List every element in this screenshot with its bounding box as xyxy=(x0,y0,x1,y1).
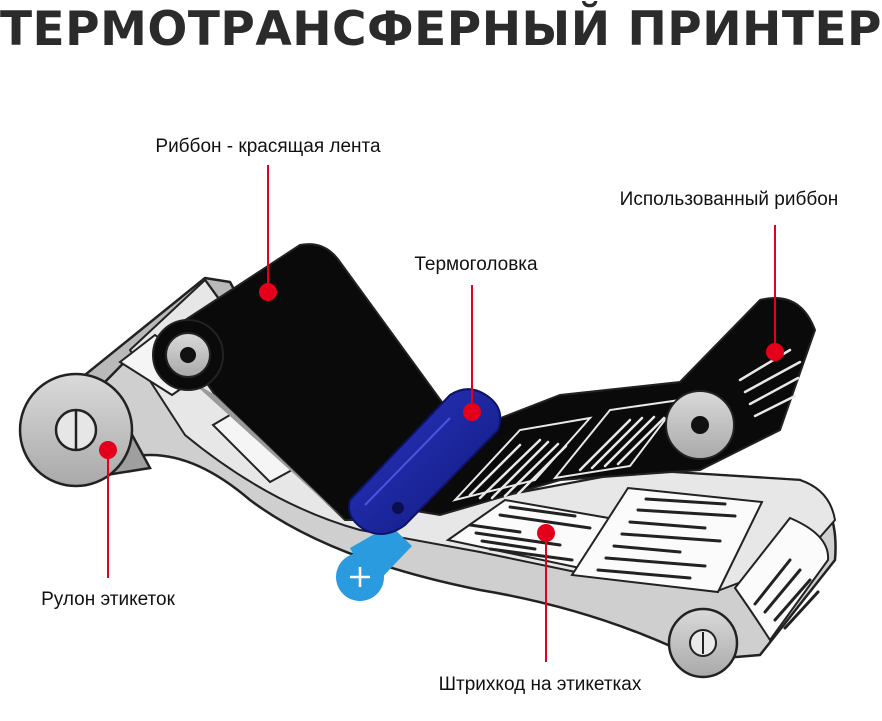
callout-printhead: Термоголовка xyxy=(414,254,538,421)
output-roller xyxy=(667,607,739,679)
ribbon-label: Риббон - красящая лента xyxy=(155,136,381,157)
callout-used-ribbon: Использованный риббон xyxy=(620,189,839,361)
callout-barcode: Штрихкод на этикетках xyxy=(439,524,642,695)
diagram-title: ТЕРМОТРАНСФЕРНЫЙ ПРИНТЕР xyxy=(0,2,882,57)
used-ribbon xyxy=(408,297,817,517)
thermal-printhead xyxy=(348,388,502,535)
callout-label-roll: Рулон этикеток xyxy=(41,441,176,610)
label-stickers xyxy=(118,333,830,642)
barcode-marks xyxy=(468,497,820,630)
printhead-label: Термоголовка xyxy=(414,254,538,275)
callout-ribbon: Риббон - красящая лента xyxy=(155,136,381,301)
used-ribbon-label: Использованный риббон xyxy=(620,189,839,210)
ribbon-supply xyxy=(152,243,457,521)
label-roll-label: Рулон этикеток xyxy=(41,589,176,610)
barcode-label: Штрихкод на этикетках xyxy=(439,674,642,695)
platen-roller xyxy=(336,525,412,601)
